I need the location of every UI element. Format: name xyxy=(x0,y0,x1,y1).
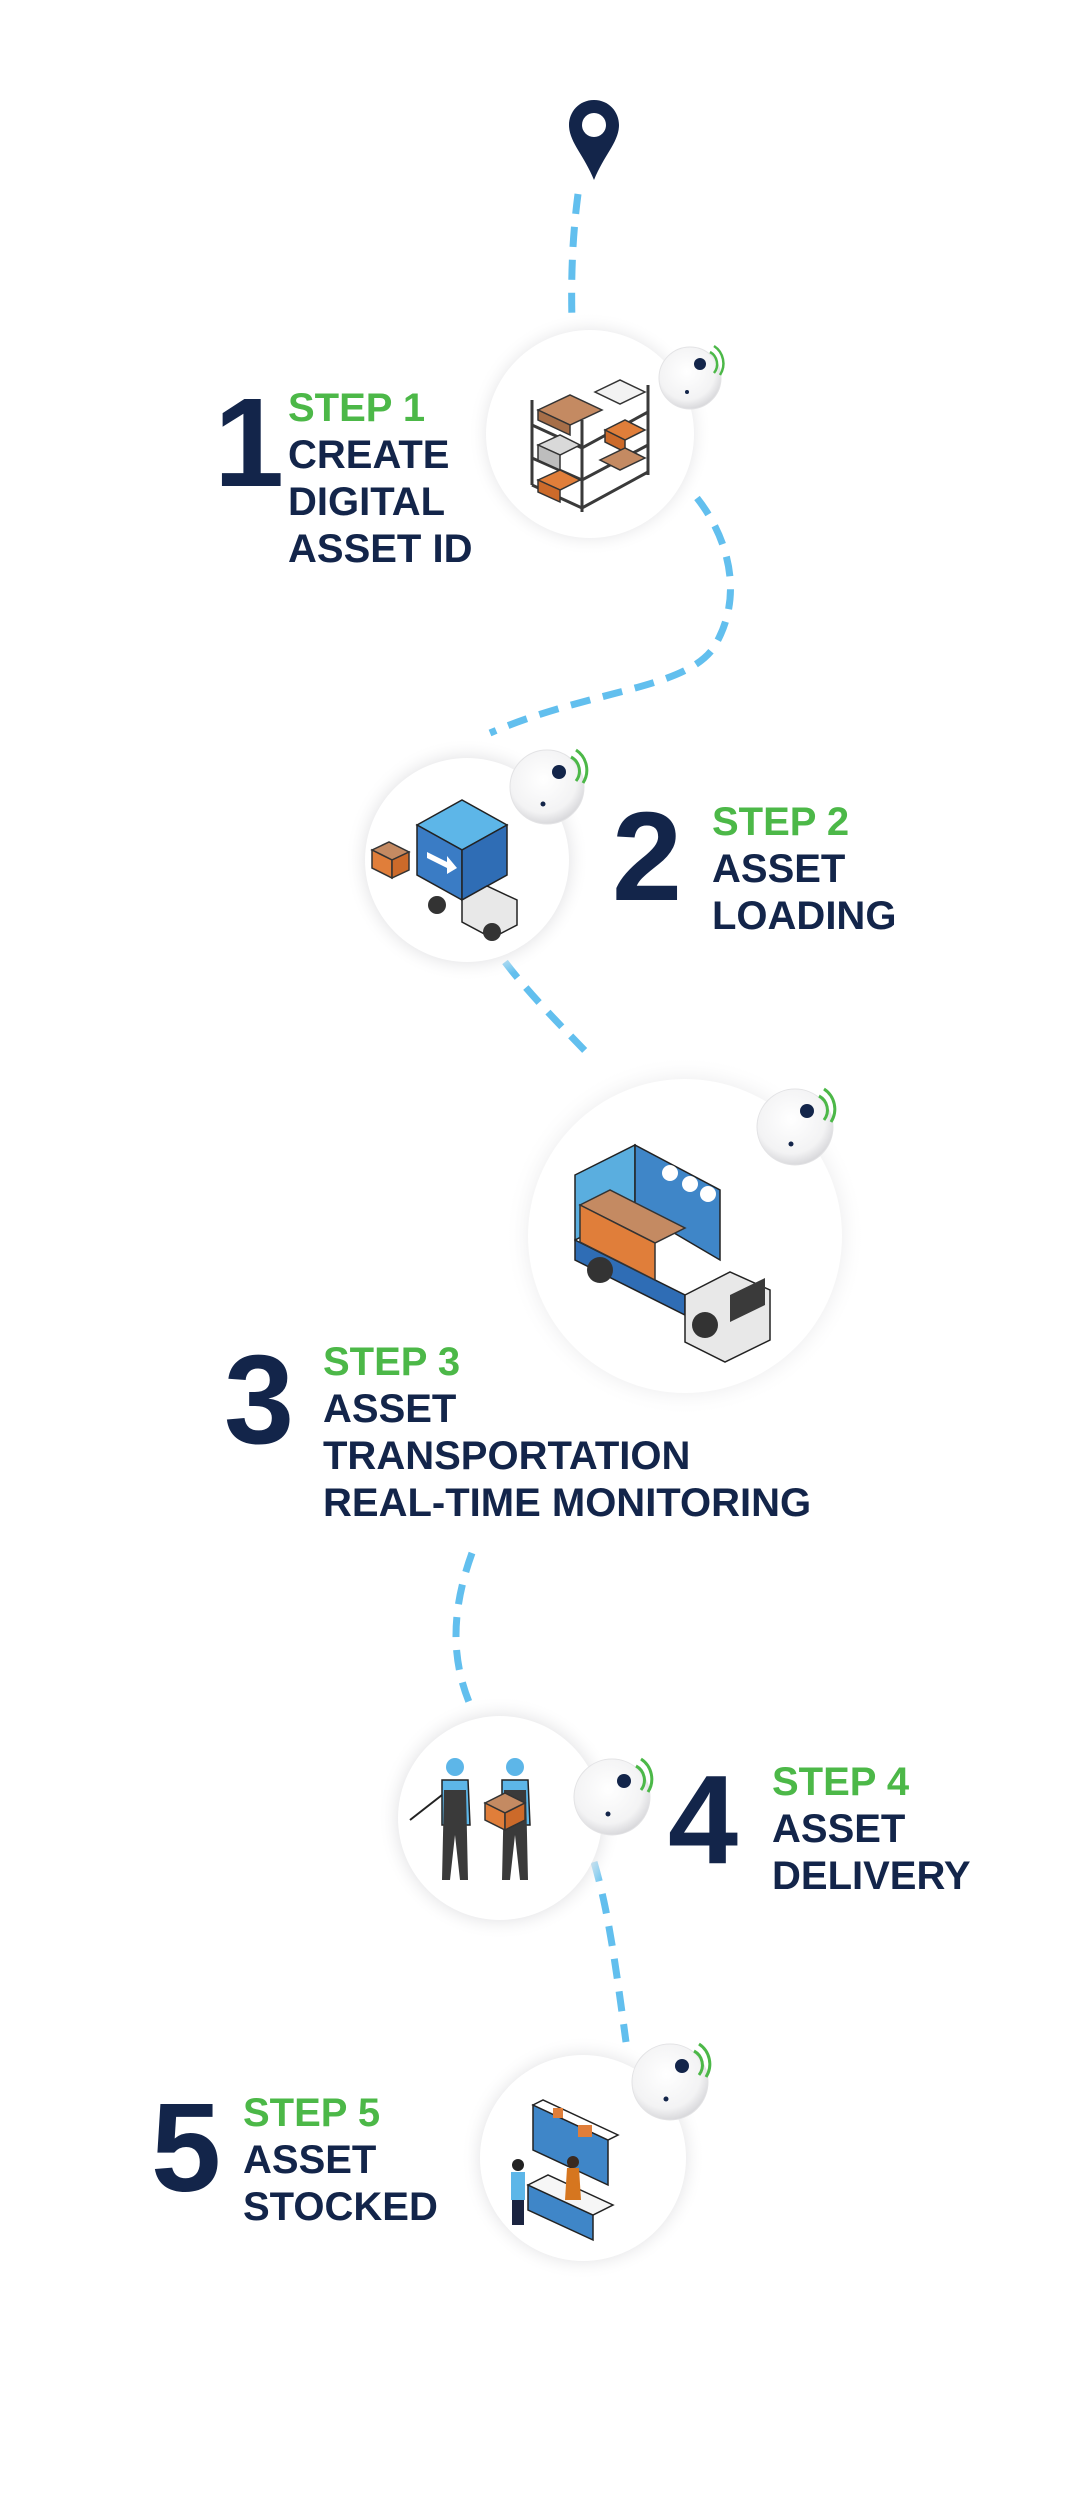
step-3-number: 3 xyxy=(224,1329,294,1470)
map-pin-icon xyxy=(569,100,619,180)
step-1-title-line: ASSET ID xyxy=(288,527,473,571)
retail-store-illustration xyxy=(511,2099,620,2242)
step-1-title-line: DIGITAL xyxy=(288,480,446,524)
tracker-sensor-icon xyxy=(658,344,725,410)
step-2-title-line: ASSET xyxy=(712,847,846,891)
tracker-sensor-icon xyxy=(756,1087,837,1166)
warehouse-shelf-illustration xyxy=(530,379,650,512)
step-3-title-line: REAL-TIME MONITORING xyxy=(323,1481,812,1525)
delivery-workers-illustration xyxy=(409,1758,531,1880)
path-step3-to-step4 xyxy=(452,1551,476,1704)
step-1-title-line: CREATE xyxy=(288,433,450,477)
step-5-number: 5 xyxy=(151,2077,221,2218)
step-5-text: STEP 5 ASSET STOCKED xyxy=(243,2090,438,2231)
path-start-to-step1 xyxy=(568,193,582,323)
step-3-title-line: ASSET xyxy=(323,1387,457,1431)
tracker-sensor-icon xyxy=(573,1757,654,1836)
step-1-label: STEP 1 xyxy=(288,386,426,430)
step-1-circle xyxy=(468,312,712,556)
step-4-number: 4 xyxy=(668,1749,738,1890)
path-step1-to-step2 xyxy=(488,495,734,737)
step-3-text: STEP 3 ASSET TRANSPORTATION REAL-TIME MO… xyxy=(323,1339,811,1527)
step-3-title-line: TRANSPORTATION xyxy=(323,1434,691,1478)
step-4-title-line: DELIVERY xyxy=(772,1854,971,1898)
step-5-label: STEP 5 xyxy=(243,2091,381,2135)
step-1-text: STEP 1 CREATE DIGITAL ASSET ID xyxy=(288,385,472,573)
step-2-title-line: LOADING xyxy=(712,894,897,938)
path-step2-to-step3 xyxy=(502,959,595,1061)
truck-transport-illustration xyxy=(574,1143,771,1363)
step-4-text: STEP 4 ASSET DELIVERY xyxy=(772,1759,971,1900)
tracker-sensor-icon xyxy=(631,2042,712,2121)
step-3-label: STEP 3 xyxy=(323,1340,461,1384)
step-4-label: STEP 4 xyxy=(772,1760,910,1804)
step-5-title-line: ASSET xyxy=(243,2138,377,2182)
step-5-title-line: STOCKED xyxy=(243,2185,438,2229)
journey-path xyxy=(452,193,734,2043)
step-1-number: 1 xyxy=(214,372,284,513)
step-2-number: 2 xyxy=(612,786,682,927)
step-2-text: STEP 2 ASSET LOADING xyxy=(712,799,896,940)
step-2-label: STEP 2 xyxy=(712,800,850,844)
tracker-sensor-icon xyxy=(509,748,589,825)
step-4-circle xyxy=(378,1696,622,1940)
step-4-title-line: ASSET xyxy=(772,1807,906,1851)
truck-loading-illustration xyxy=(370,799,518,941)
